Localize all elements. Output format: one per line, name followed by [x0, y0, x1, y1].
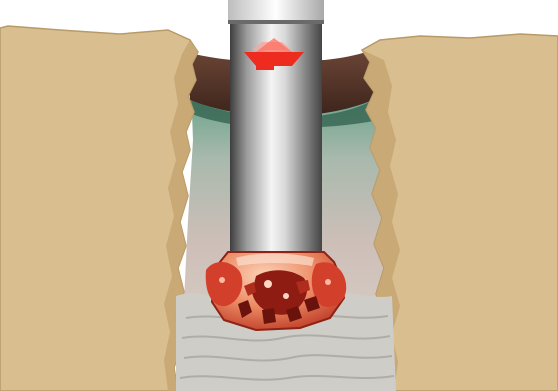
drill-pipe-collar — [228, 0, 324, 22]
drill-pipe-collar-ring — [228, 20, 324, 24]
drill-pipe — [230, 0, 322, 262]
rock-formation-left — [0, 26, 198, 391]
drill-bit — [206, 252, 347, 330]
